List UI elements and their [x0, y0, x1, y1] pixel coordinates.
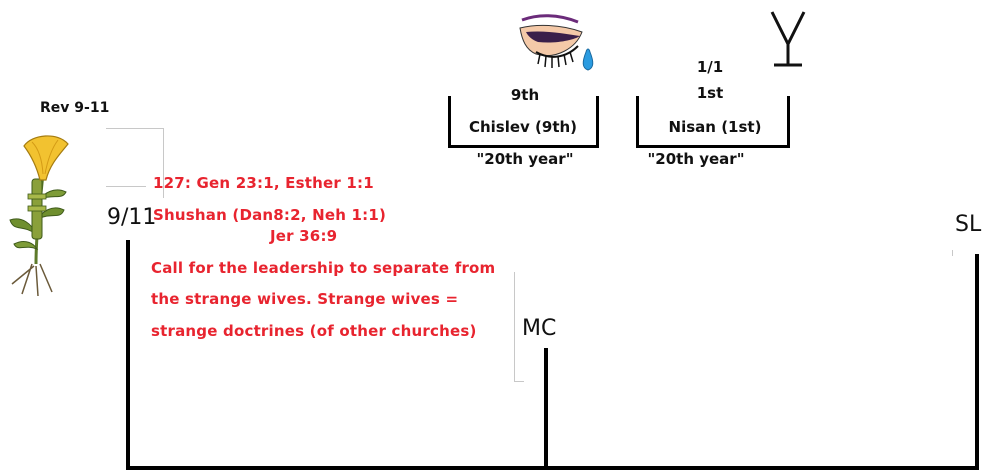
- rev-label: Rev 9-11: [40, 100, 110, 116]
- red-line-2: Shushan (Dan8:2, Neh 1:1): [153, 206, 387, 224]
- faint-line: [514, 381, 524, 382]
- chislev-bracket-left: [448, 96, 451, 148]
- marker-911-label: 9/11: [107, 205, 157, 230]
- chislev-year: "20th year": [476, 150, 574, 168]
- marker-mc-label: MC: [522, 316, 557, 341]
- red-line-4: Call for the leadership to separate from: [151, 259, 496, 277]
- nisan-date: 1/1: [696, 58, 724, 76]
- faint-line: [106, 186, 146, 187]
- nisan-bracket-bottom: [636, 145, 790, 148]
- faint-line: [106, 128, 164, 129]
- timeline-left-tick: [126, 240, 130, 470]
- faint-line: [514, 272, 515, 382]
- chislev-top: 9th: [510, 86, 540, 104]
- timeline-mc-tick: [544, 348, 548, 470]
- faint-line: [163, 128, 164, 198]
- faint-line: [952, 250, 953, 256]
- red-line-6: strange doctrines (of other churches): [151, 322, 477, 340]
- nisan-bracket-left: [636, 96, 639, 148]
- trumpet-flower-icon: [2, 124, 82, 299]
- chislev-label: Chislev (9th): [468, 118, 578, 136]
- nisan-label: Nisan (1st): [668, 118, 762, 136]
- marker-sl-label: SL: [955, 212, 982, 237]
- chislev-bracket-right: [596, 96, 599, 148]
- red-line-1: 127: Gen 23:1, Esther 1:1: [153, 174, 374, 192]
- nisan-year: "20th year": [647, 150, 745, 168]
- red-line-5: the strange wives. Strange wives =: [151, 290, 459, 308]
- red-line-3: Jer 36:9: [270, 227, 338, 245]
- nisan-bracket-right: [787, 96, 790, 148]
- crying-eye-icon: [516, 10, 598, 76]
- timeline-baseline: [126, 466, 979, 470]
- timeline-sl-tick: [975, 254, 979, 470]
- wine-cup-icon: [766, 10, 810, 70]
- nisan-top: 1st: [696, 84, 724, 102]
- chislev-bracket-bottom: [448, 145, 599, 148]
